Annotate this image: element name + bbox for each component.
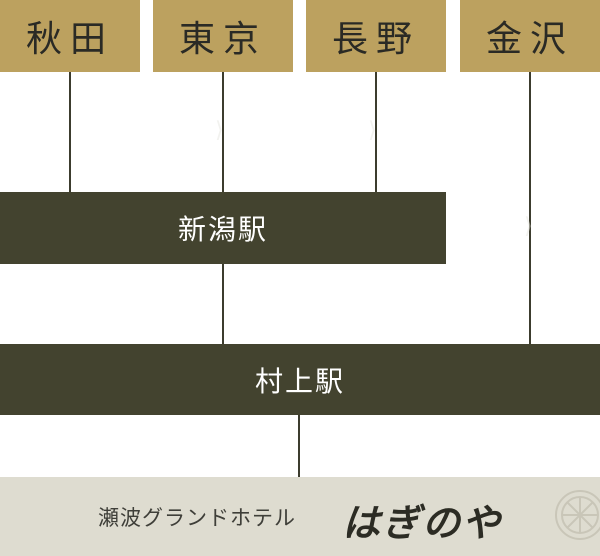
crest-icon (555, 490, 600, 540)
line-nagano-niigata (375, 72, 377, 192)
hotel-logo: はぎのや (342, 500, 503, 545)
station-murakami: 村上駅 (0, 344, 600, 415)
hotel-footer (0, 477, 600, 556)
faint-mark: ⟩ (524, 214, 533, 239)
line-akita-niigata (69, 72, 71, 192)
city-tokyo: 東京 (153, 0, 293, 72)
faint-mark: ⟩ (368, 118, 377, 143)
line-murakami-hotel (298, 415, 300, 477)
city-nagano: 長野 (306, 0, 446, 72)
station-niigata: 新潟駅 (0, 192, 446, 264)
hotel-name: 瀬波グランドホテル (98, 506, 296, 530)
city-kanazawa: 金沢 (460, 0, 600, 72)
line-tokyo-niigata (222, 72, 224, 192)
line-kanazawa-murakami (529, 72, 531, 344)
faint-mark: ⟩ (215, 118, 224, 143)
city-akita: 秋田 (0, 0, 140, 72)
line-niigata-murakami (222, 264, 224, 344)
